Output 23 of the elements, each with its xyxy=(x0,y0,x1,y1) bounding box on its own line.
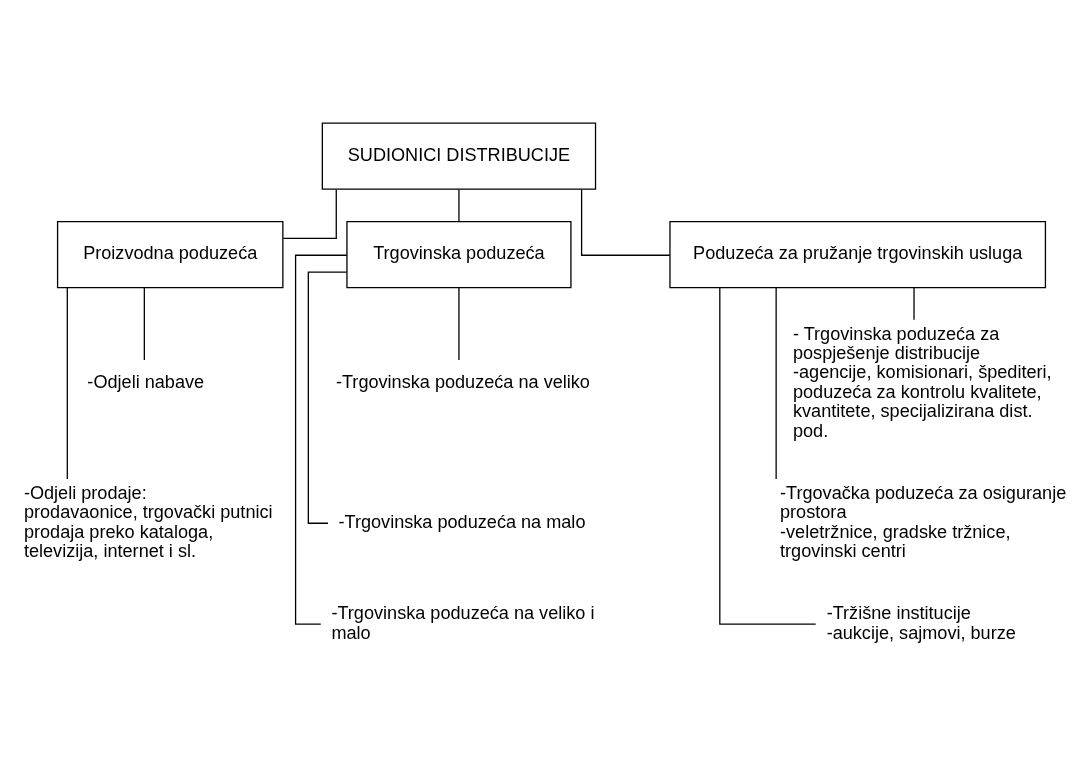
connector xyxy=(294,254,348,625)
connector xyxy=(458,286,460,361)
node-text: -Trgovinska poduzeća na veliko xyxy=(335,371,590,392)
connector xyxy=(913,286,915,320)
connector xyxy=(143,286,145,361)
connector xyxy=(719,286,817,625)
node-box: Poduzeća za pružanje trgovinskih usluga xyxy=(669,220,1047,288)
node-box: SUDIONICI DISTRIBUCIJE xyxy=(321,122,597,190)
connector xyxy=(307,270,348,524)
node-box: Proizvodna poduzeća xyxy=(56,220,284,288)
node-text: -Tržišne institucije -aukcije, sajmovi, burze xyxy=(826,602,1016,643)
connector xyxy=(775,286,777,480)
node-box: Trgovinska poduzeća xyxy=(346,220,572,288)
connector xyxy=(458,188,460,222)
node-text: -Trgovinska poduzeća na malo xyxy=(338,511,586,532)
node-text: -Trgovačka poduzeća za osiguranje prostora -veletržnice, gradske tržnice, trgovinski centri xyxy=(780,482,1067,561)
connector xyxy=(66,286,68,480)
node-text: -Trgovinska poduzeća na veliko i malo xyxy=(331,602,595,643)
node-text: -Odjeli prodaje: prodavaonice, trgovački putnici prodaja preko kataloga, televizija, internet i sl. xyxy=(23,482,273,561)
connector xyxy=(580,188,671,256)
connector xyxy=(282,188,337,239)
node-text: - Trgovinska poduzeća za pospješenje distribucije -agencije, komisionari, špediteri, poduzeća za kontrolu kvalitete, kvantitete, specijalizirana dist. pod. xyxy=(792,323,1052,441)
node-text: -Odjeli nabave xyxy=(87,371,205,392)
